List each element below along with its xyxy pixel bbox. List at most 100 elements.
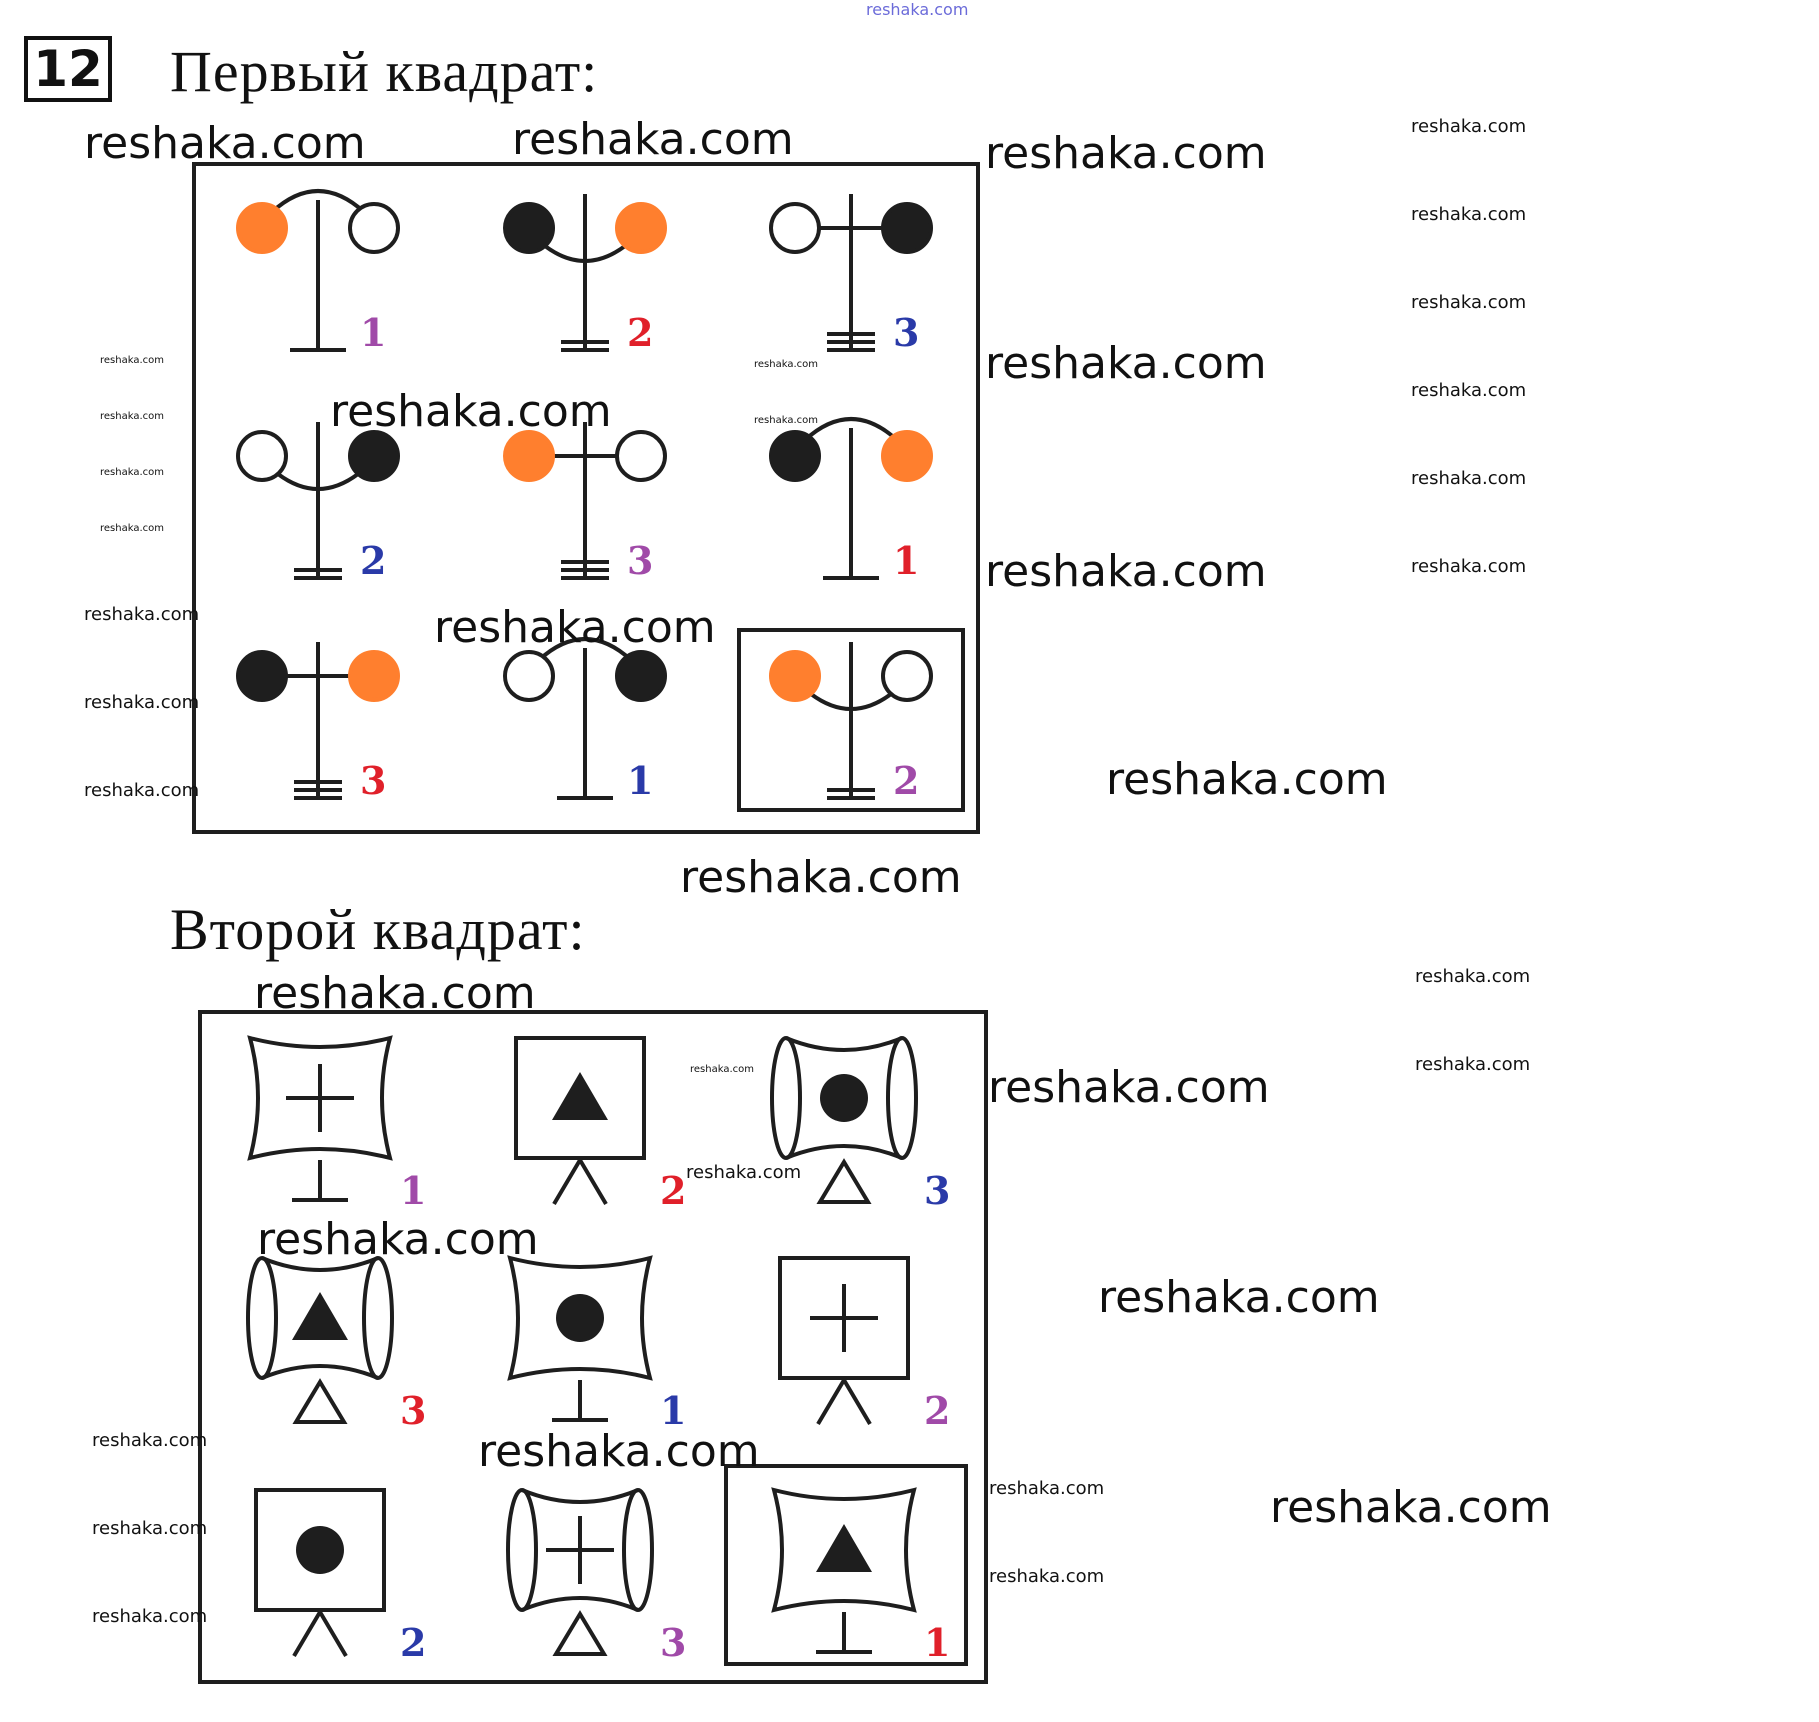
barrel-body bbox=[785, 1036, 903, 1160]
concave-frame bbox=[507, 1255, 653, 1381]
second-square-frame bbox=[198, 1010, 988, 1684]
watermark: reshaka.com bbox=[1415, 1054, 1531, 1075]
first-square-cell: 2 bbox=[503, 194, 667, 355]
first-square-cell: 1 bbox=[236, 189, 400, 355]
watermark: reshaka.com bbox=[92, 1430, 208, 1451]
first-square-cell: 3 bbox=[769, 194, 933, 355]
option-number: 2 bbox=[400, 1620, 426, 1665]
empty-circle bbox=[503, 650, 555, 702]
watermark: reshaka.com bbox=[1411, 468, 1527, 489]
option-number: 2 bbox=[360, 538, 386, 583]
option-number: 2 bbox=[893, 758, 919, 803]
first-square-cell: 2 bbox=[236, 422, 400, 583]
option-number: 2 bbox=[660, 1168, 686, 1213]
watermark: reshaka.com bbox=[989, 1566, 1105, 1587]
empty-circle bbox=[881, 650, 933, 702]
arch-connector bbox=[803, 417, 899, 442]
cup-connector bbox=[543, 244, 627, 263]
watermark: reshaka.com bbox=[754, 415, 818, 426]
barrel-body bbox=[521, 1488, 639, 1612]
answer-frame bbox=[724, 1464, 968, 1666]
option-number: 1 bbox=[893, 538, 919, 583]
watermark: reshaka.com bbox=[254, 968, 536, 1019]
watermark: reshaka.com bbox=[989, 1478, 1105, 1499]
watermark: reshaka.com bbox=[690, 1064, 754, 1075]
watermark: reshaka.com bbox=[1411, 116, 1527, 137]
first-square-cell: 1 bbox=[503, 637, 667, 803]
empty-circle bbox=[348, 202, 400, 254]
concave-frame bbox=[247, 1035, 393, 1161]
black-circle bbox=[236, 650, 288, 702]
second-square-cell: 2 bbox=[778, 1256, 950, 1433]
task-number-badge: 12 bbox=[24, 36, 112, 102]
first-square-frame bbox=[192, 162, 980, 834]
watermark: reshaka.com bbox=[985, 338, 1267, 389]
barrel-left-end bbox=[246, 1256, 278, 1380]
circle-symbol bbox=[820, 1074, 868, 1122]
black-circle bbox=[881, 202, 933, 254]
first-square-cell: 3 bbox=[236, 642, 400, 803]
first-square-cell: 3 bbox=[503, 422, 667, 583]
arch-connector bbox=[537, 637, 633, 662]
empty-circle bbox=[769, 202, 821, 254]
watermark: reshaka.com bbox=[988, 1062, 1270, 1113]
answer-frame bbox=[737, 628, 965, 812]
watermark: reshaka.com bbox=[680, 852, 962, 903]
option-number: 3 bbox=[360, 758, 386, 803]
option-number: 1 bbox=[660, 1388, 686, 1433]
concave-frame bbox=[771, 1487, 917, 1613]
empty-circle bbox=[615, 430, 667, 482]
cup-connector bbox=[809, 692, 893, 711]
barrel-left-end bbox=[506, 1488, 538, 1612]
second-square-cell: 2 bbox=[254, 1488, 426, 1665]
black-circle bbox=[615, 650, 667, 702]
second-square-heading: Второй квадрат: bbox=[170, 897, 586, 962]
second-square-cell: 1 bbox=[507, 1255, 686, 1433]
watermark: reshaka.com bbox=[478, 1426, 760, 1477]
watermark: reshaka.com bbox=[84, 780, 200, 801]
orange-circle bbox=[348, 650, 400, 702]
empty-circle bbox=[236, 430, 288, 482]
first-square-cell: 1 bbox=[769, 417, 933, 583]
triangle-stand bbox=[552, 1610, 608, 1656]
watermark: reshaka.com bbox=[1411, 556, 1527, 577]
orange-circle bbox=[615, 202, 667, 254]
orange-circle bbox=[236, 202, 288, 254]
watermark: reshaka.com bbox=[1415, 966, 1531, 987]
option-number: 1 bbox=[360, 310, 386, 355]
triangle-stand bbox=[292, 1378, 348, 1424]
first-square-cell: 2 bbox=[737, 628, 965, 812]
barrel-right-end bbox=[886, 1036, 918, 1160]
watermark: reshaka.com bbox=[1106, 754, 1388, 805]
second-square-cell: 1 bbox=[247, 1035, 426, 1213]
watermark: reshaka.com bbox=[1270, 1482, 1552, 1533]
second-square-cell: 1 bbox=[724, 1464, 968, 1666]
watermark: reshaka.com bbox=[985, 128, 1267, 179]
option-number: 3 bbox=[660, 1620, 686, 1665]
watermark: reshaka.com bbox=[1411, 380, 1527, 401]
second-square-cell: 3 bbox=[246, 1256, 426, 1433]
triangle-stand bbox=[816, 1158, 872, 1204]
circle-symbol bbox=[556, 1294, 604, 1342]
watermark: reshaka.com bbox=[1098, 1272, 1380, 1323]
triangle-symbol bbox=[552, 1072, 608, 1120]
option-number: 3 bbox=[627, 538, 653, 583]
watermark: reshaka.com bbox=[84, 692, 200, 713]
second-square-cell: 3 bbox=[770, 1036, 950, 1213]
watermark: reshaka.com bbox=[84, 604, 200, 625]
watermark: reshaka.com bbox=[92, 1606, 208, 1627]
orange-circle bbox=[503, 430, 555, 482]
barrel-left-end bbox=[770, 1036, 802, 1160]
black-circle bbox=[503, 202, 555, 254]
watermark: reshaka.com bbox=[754, 359, 818, 370]
option-number: 3 bbox=[924, 1168, 950, 1213]
option-number: 1 bbox=[627, 758, 653, 803]
option-number: 1 bbox=[924, 1620, 950, 1665]
option-number: 3 bbox=[893, 310, 919, 355]
orange-circle bbox=[769, 650, 821, 702]
watermark: reshaka.com bbox=[100, 411, 164, 422]
watermark: reshaka.com bbox=[330, 386, 612, 437]
barrel-right-end bbox=[362, 1256, 394, 1380]
watermark: reshaka.com bbox=[866, 0, 969, 19]
